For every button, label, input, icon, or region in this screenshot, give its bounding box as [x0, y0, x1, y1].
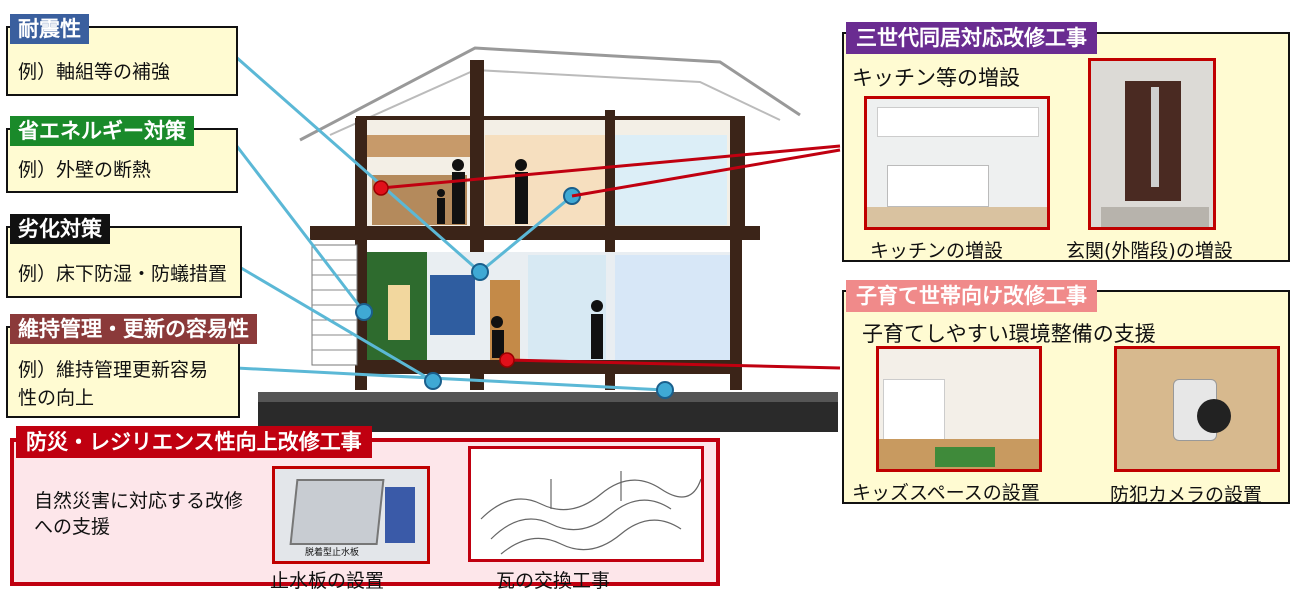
- security-camera-caption: 防犯カメラの設置: [1110, 484, 1263, 506]
- roof-tile-photo: [468, 446, 704, 562]
- example-deterioration: 例）床下防湿・防蟻措置: [18, 263, 228, 285]
- example-seismic: 例）軸組等の補強: [18, 61, 171, 83]
- flood-barrier-label: 脱着型止水板: [305, 548, 360, 558]
- kitchen-caption: キッチンの増設: [870, 240, 1004, 262]
- entrance-caption: 玄関(外階段)の増設: [1066, 240, 1233, 262]
- example-energy: 例）外壁の断熱: [18, 159, 152, 181]
- multi-gen-subtitle: キッチン等の増設: [852, 66, 1020, 90]
- child-subtitle: 子育てしやすい環境整備の支援: [862, 322, 1156, 346]
- roof-tile-caption: 瓦の交換工事: [496, 570, 611, 592]
- tag-energy: 省エネルギー対策: [10, 116, 194, 146]
- kids-space-caption: キッズスペースの設置: [852, 482, 1040, 504]
- box-deterioration: 例）床下防湿・防蟻措置: [6, 226, 242, 298]
- entrance-photo: [1088, 58, 1216, 230]
- kitchen-photo: [864, 96, 1050, 230]
- flood-barrier-caption: 止水板の設置: [270, 570, 385, 592]
- roof-tile-drawing: [480, 471, 701, 555]
- kids-space-photo: [876, 346, 1042, 472]
- multi-gen-title: 三世代同居対応改修工事: [846, 22, 1097, 54]
- security-camera-photo: [1114, 346, 1280, 472]
- tag-deterioration: 劣化対策: [10, 214, 110, 244]
- tag-maintenance: 維持管理・更新の容易性: [10, 314, 257, 344]
- disaster-description: 自然災害に対応する改修への支援: [34, 490, 244, 538]
- child-title: 子育て世帯向け改修工事: [846, 280, 1097, 312]
- disaster-title: 防災・レジリエンス性向上改修工事: [16, 426, 372, 458]
- tag-seismic: 耐震性: [10, 14, 89, 44]
- flood-barrier-photo: 脱着型止水板: [272, 466, 430, 564]
- example-maintenance: 例）維持管理更新容易性の向上: [18, 359, 209, 409]
